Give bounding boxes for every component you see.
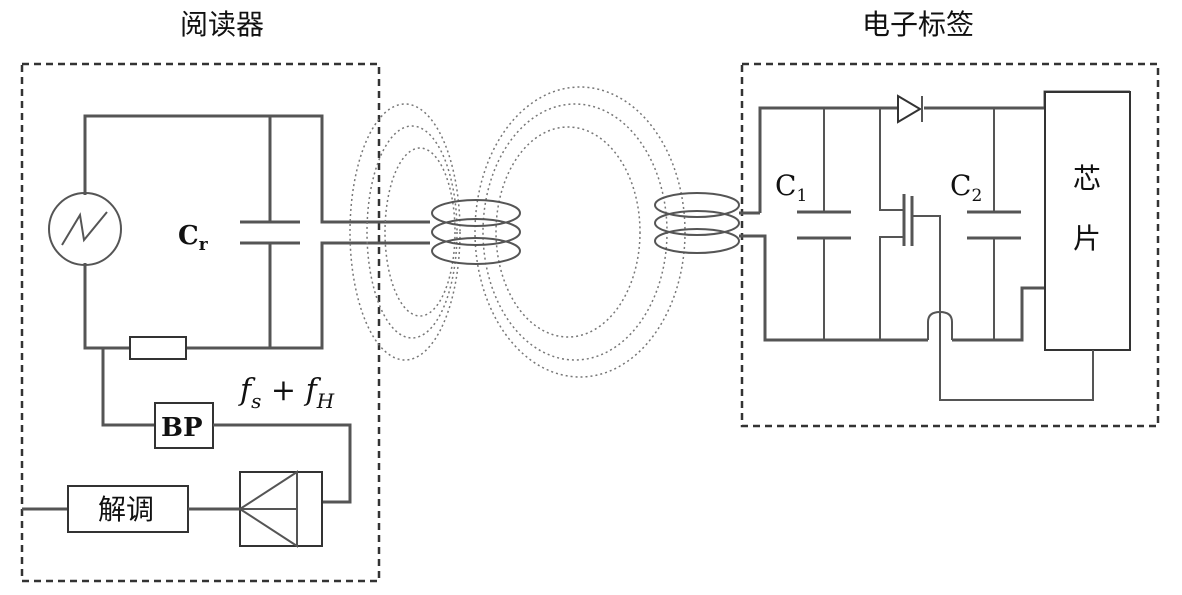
- c1-label: C1: [775, 169, 807, 206]
- cr-label: Cr: [178, 221, 209, 255]
- magnetic-field-lines: [349, 86, 686, 378]
- ac-source: [48, 192, 122, 266]
- tag-circuit: [758, 90, 1131, 401]
- reader-circuit: [22, 114, 430, 548]
- chip-label-line1: 芯: [1073, 162, 1101, 195]
- bandpass-filter-box: [154, 402, 214, 449]
- chip-box: [1044, 91, 1131, 351]
- tag-coil: [654, 192, 760, 254]
- chip-label-line2: 片: [1073, 222, 1101, 255]
- demodulator-box: [67, 485, 189, 533]
- demodulator-label: 解调: [98, 493, 154, 526]
- resistor: [129, 336, 187, 360]
- bp-label: BP: [161, 413, 203, 443]
- ac-source-wave-icon: [61, 211, 108, 246]
- reader-coil: [431, 199, 521, 265]
- transistor-icon: [879, 108, 941, 340]
- reader-title: 阅读器: [180, 8, 264, 41]
- c2-label: C2: [950, 169, 982, 206]
- diode-icon: [897, 94, 922, 124]
- tag-title: 电子标签: [862, 8, 974, 41]
- frequency-label: fs + fH: [238, 373, 335, 413]
- reader-boundary: [20, 62, 381, 583]
- tag-boundary: [740, 62, 1160, 428]
